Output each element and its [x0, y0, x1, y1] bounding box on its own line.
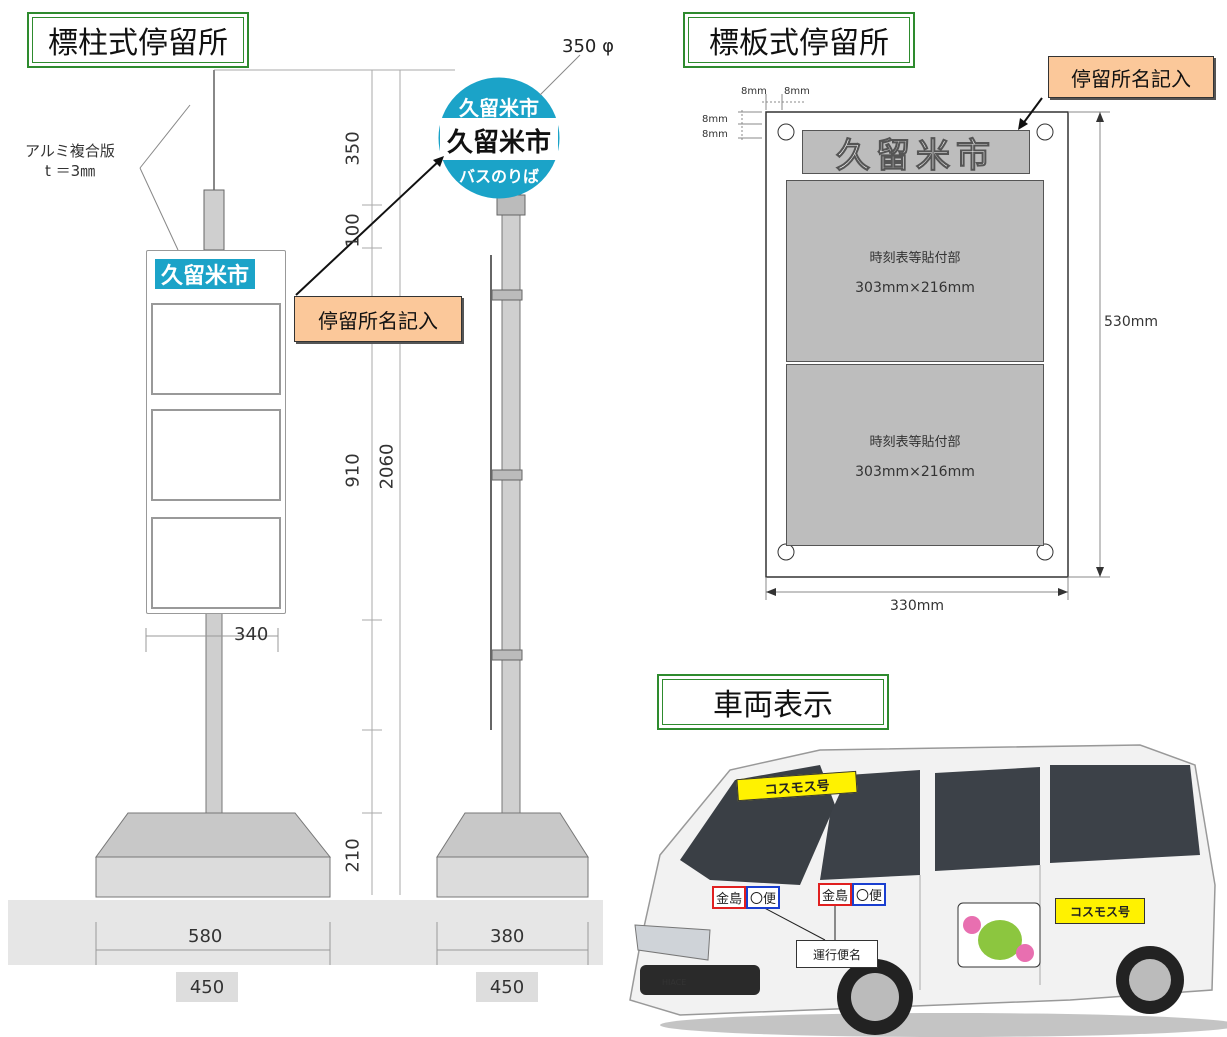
front-route-plate: 金島 〇便 — [712, 886, 781, 909]
timetable-frame-1 — [151, 303, 281, 395]
dim-v2: 8mm — [702, 129, 728, 140]
pole-sign-board: 久留米市 — [146, 250, 286, 614]
pole-stop-drawing — [8, 54, 603, 965]
dim-910: 910 — [342, 453, 364, 488]
dim-width: 330mm — [890, 598, 944, 614]
route-name-label: 運行便名 — [796, 940, 878, 968]
sign-name-text: 久留米市 — [160, 264, 249, 289]
van-brand: HIACE — [662, 978, 687, 987]
front-route-a: 金島 — [712, 886, 747, 909]
pole-stop-title: 標柱式停留所 — [27, 12, 249, 68]
board-name-text: 久留米市 — [836, 135, 996, 176]
stop-name-callout: 停留所名記入 — [294, 296, 462, 342]
dim-2060: 2060 — [376, 443, 398, 490]
timetable-area-1-line1: 時刻表等貼付部 — [869, 250, 961, 266]
dim-340: 340 — [234, 624, 269, 645]
timetable-area-1-line2: 303mm×216mm — [855, 279, 975, 296]
dim-580: 580 — [188, 926, 223, 947]
front-route-b: 〇便 — [746, 886, 781, 909]
dim-450-left: 450 — [176, 972, 238, 1002]
round-sign-line1: 久留米市 — [459, 96, 539, 120]
pole-stop-title-text: 標柱式停留所 — [48, 26, 228, 61]
round-sign-line3: バスのりば — [458, 167, 539, 186]
van-illustration — [629, 744, 1227, 1037]
board-stop-title-text: 標板式停留所 — [709, 26, 889, 61]
dim-v1: 8mm — [702, 114, 728, 125]
dim-h1: 8mm — [741, 86, 767, 97]
dim-350: 350 — [342, 131, 364, 166]
timetable-frame-3 — [151, 517, 281, 609]
roof-sign-text: コスモス号 — [764, 778, 831, 798]
diameter-label: 350 φ — [562, 36, 614, 57]
dim-450-right: 450 — [476, 972, 538, 1002]
material-label: アルミ複合版 — [25, 142, 115, 160]
side-route-plate: 金島 〇便 — [818, 883, 887, 906]
side-sign: コスモス号 — [1055, 898, 1145, 924]
round-sign-line2: 久留米市 — [446, 128, 551, 158]
board-stop-name-callout-text: 停留所名記入 — [1071, 66, 1191, 91]
vehicle-title: 車両表示 — [657, 674, 889, 730]
dim-height: 530mm — [1104, 314, 1158, 330]
vehicle-title-text: 車両表示 — [713, 688, 833, 723]
dim-100: 100 — [342, 213, 364, 248]
side-route-b: 〇便 — [852, 883, 887, 906]
dim-210: 210 — [342, 838, 364, 873]
timetable-area-2-line1: 時刻表等貼付部 — [869, 434, 961, 450]
timetable-area-2-line2: 303mm×216mm — [855, 463, 975, 480]
dim-h2: 8mm — [784, 86, 810, 97]
board-stop-title: 標板式停留所 — [683, 12, 915, 68]
side-sign-text: コスモス号 — [1069, 904, 1130, 919]
thickness-label: t ＝3㎜ — [45, 162, 96, 180]
side-route-a: 金島 — [818, 883, 853, 906]
timetable-area-2: 時刻表等貼付部 303mm×216mm — [786, 364, 1044, 546]
timetable-frame-2 — [151, 409, 281, 501]
board-stop-name-callout: 停留所名記入 — [1048, 56, 1214, 98]
timetable-area-1: 時刻表等貼付部 303mm×216mm — [786, 180, 1044, 362]
sign-name-plate: 久留米市 — [155, 259, 255, 289]
board-name-plate: 久留米市 — [802, 130, 1030, 176]
dim-380: 380 — [490, 926, 525, 947]
stop-name-callout-text: 停留所名記入 — [318, 308, 438, 333]
